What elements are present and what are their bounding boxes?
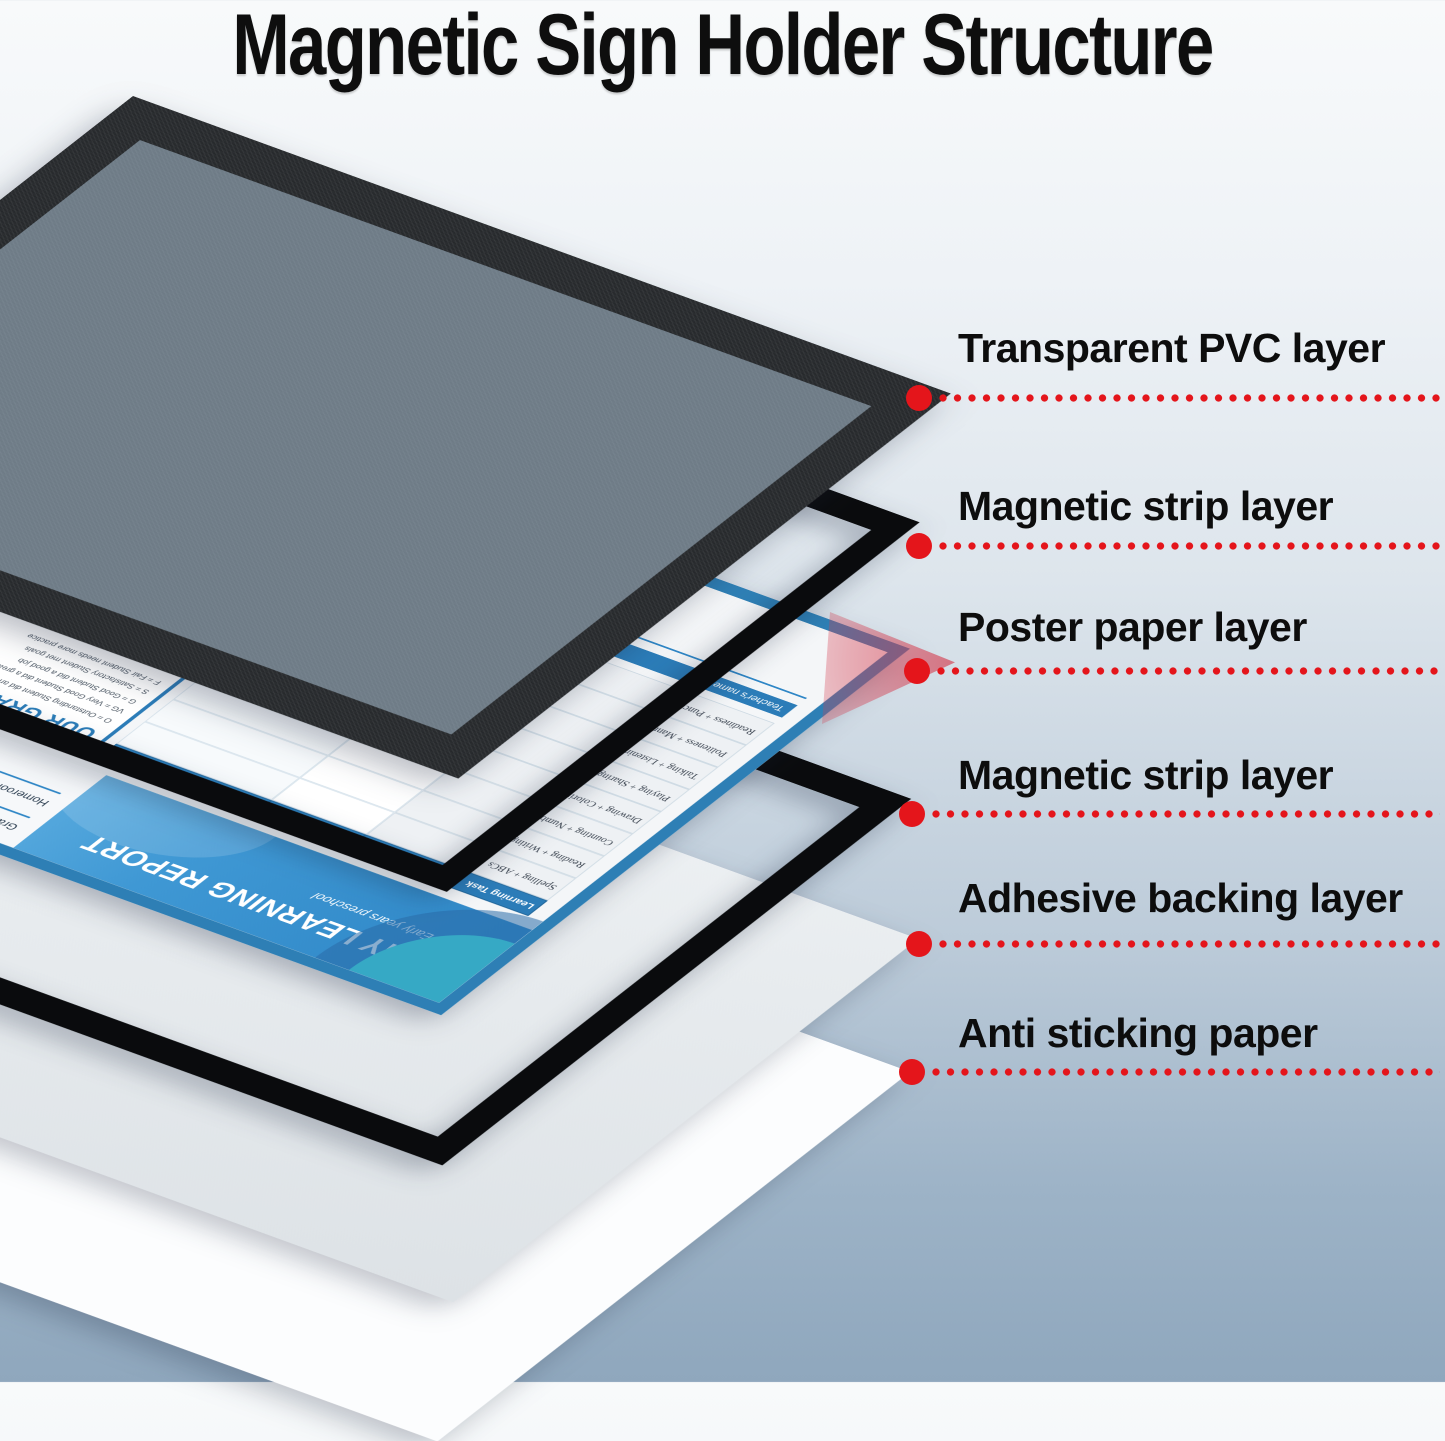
callout-dot — [899, 801, 925, 827]
callout-dot — [906, 385, 932, 411]
leader-line — [937, 939, 1440, 949]
callout-dot — [899, 1059, 925, 1085]
layer-stack-illustration: MY LEARNING REPORT Early years preschool… — [0, 96, 955, 1303]
leader-line — [937, 541, 1440, 551]
callout-dot — [904, 658, 930, 684]
label-anti-sticking: Anti sticking paper — [958, 1010, 1318, 1056]
leader-line — [930, 809, 1440, 819]
callout-dot — [906, 533, 932, 559]
leader-line — [930, 1067, 1440, 1077]
label-magnetic-strip-1: Magnetic strip layer — [958, 483, 1334, 529]
callout-dot — [906, 931, 932, 957]
leader-line — [935, 666, 1440, 676]
label-transparent-pvc: Transparent PVC layer — [958, 325, 1386, 371]
leader-line — [937, 393, 1440, 403]
label-adhesive-backing: Adhesive backing layer — [958, 875, 1403, 921]
label-magnetic-strip-2: Magnetic strip layer — [958, 752, 1334, 798]
label-poster-paper: Poster paper layer — [958, 604, 1307, 650]
page-title: Magnetic Sign Holder Structure — [232, 0, 1214, 93]
